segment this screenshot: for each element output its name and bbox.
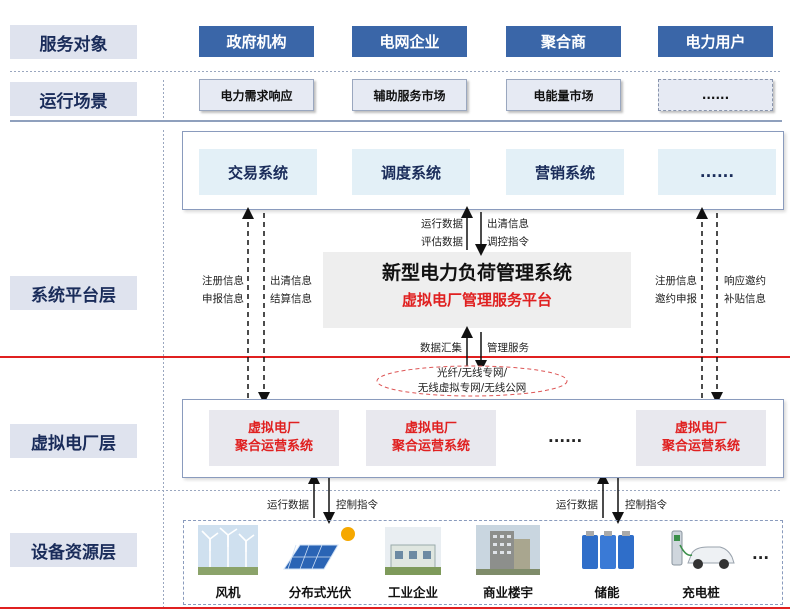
platform-subtitle: 虚拟电厂管理服务平台 (401, 291, 552, 309)
flow-label-left-up: 注册信息 申报信息 (202, 275, 244, 305)
system-dispatch: 调度系统 (352, 149, 470, 195)
row-label-platform-layer: 系统平台层 (10, 276, 137, 310)
flow-label-device-down-left: 控制指令 (336, 499, 378, 511)
vpp-system-1: 虚拟电厂 聚合运营系统 (209, 410, 339, 466)
scenario-more: ...... (658, 79, 773, 111)
flow-label-device-up-left: 运行数据 (267, 499, 309, 511)
service-object-aggregator: 聚合商 (506, 26, 621, 57)
separator (10, 490, 782, 491)
device-frame (183, 520, 783, 605)
factory-icon (385, 527, 441, 575)
separator (10, 71, 782, 72)
flow-label-left-down: 出清信息 结算信息 (270, 275, 312, 305)
device-label-pv: 分布式光伏 (288, 585, 352, 600)
office-building-icon (476, 525, 540, 575)
vpp-system-3: 虚拟电厂 聚合运营系统 (636, 410, 766, 466)
wind-turbine-icon (198, 525, 258, 575)
service-object-government: 政府机构 (199, 26, 314, 57)
platform-box (323, 252, 631, 328)
flow-label-right-up: 注册信息 邀约申报 (655, 275, 697, 305)
vpp-system-2: 虚拟电厂 聚合运营系统 (366, 410, 496, 466)
vertical-separator (163, 130, 164, 610)
device-label-wind: 风机 (215, 585, 241, 600)
device-label-storage: 储能 (594, 585, 620, 600)
scenario-ancillary-market: 辅助服务市场 (352, 79, 467, 111)
vertical-separator (163, 80, 164, 120)
red-divider (0, 607, 790, 609)
device-label-industry: 工业企业 (387, 585, 438, 600)
network-label: 光纤/无线专网/ 无线虚拟专网/无线公网 (417, 367, 527, 394)
flow-label-bottom-down: 管理服务 (487, 342, 529, 354)
flow-label-right-down: 响应邀约 补贴信息 (724, 275, 766, 305)
platform-title: 新型电力负荷管理系统 (381, 262, 572, 284)
scenario-energy-market: 电能量市场 (506, 79, 621, 111)
system-more: ...... (658, 149, 776, 195)
row-label-scenarios: 运行场景 (10, 82, 137, 116)
scenario-demand-response: 电力需求响应 (199, 79, 314, 111)
row-label-service-objects: 服务对象 (10, 25, 137, 59)
row-label-device-layer: 设备资源层 (10, 533, 137, 567)
red-divider (0, 356, 790, 358)
flow-label-top-up: 运行数据 评估数据 (421, 218, 463, 248)
ev-charger-icon (671, 530, 735, 569)
flow-label-device-down-right: 控制指令 (625, 499, 667, 511)
device-ellipsis: ... (752, 545, 770, 563)
system-trading: 交易系统 (199, 149, 317, 195)
vpp-ellipsis: ...... (548, 428, 583, 446)
network-ellipse (376, 365, 568, 397)
battery-icon (582, 531, 634, 569)
flow-label-top-down: 出清信息 调控指令 (487, 218, 529, 248)
flow-label-bottom-up: 数据汇集 (420, 342, 462, 354)
flow-label-device-up-right: 运行数据 (556, 499, 598, 511)
device-label-commercial: 商业楼宇 (482, 585, 533, 600)
service-object-grid-company: 电网企业 (352, 26, 467, 57)
device-label-charger: 充电桩 (682, 585, 720, 600)
separator-solid (10, 120, 782, 122)
solar-panel-icon (283, 527, 355, 570)
row-label-vpp-layer: 虚拟电厂层 (10, 424, 137, 458)
system-marketing: 营销系统 (506, 149, 624, 195)
service-object-power-user: 电力用户 (658, 26, 773, 57)
